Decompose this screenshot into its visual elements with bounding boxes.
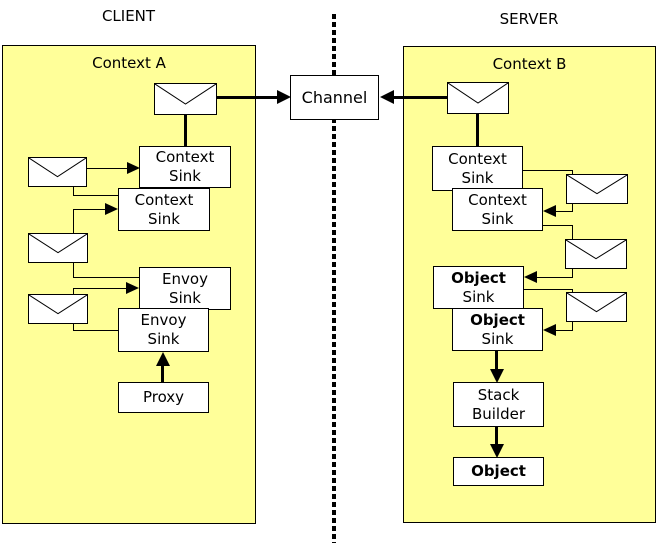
envelope-icon xyxy=(28,233,88,263)
node-label: Sink xyxy=(169,167,201,185)
node-label: Context xyxy=(468,190,527,209)
envelope-icon xyxy=(566,292,627,322)
flow-proxy-to-esink2 xyxy=(161,364,164,383)
node-label: Sink xyxy=(169,288,201,307)
channel-label: Channel xyxy=(301,88,368,107)
arrowhead-osink2-to-stackbuilder xyxy=(490,369,504,383)
channel-node: Channel xyxy=(290,75,379,120)
node-label: Object xyxy=(470,310,525,329)
flow-msg5-to-csink1 xyxy=(476,112,479,147)
connector-msg7-to-osink1 xyxy=(572,269,573,278)
client-envoy-sink-1-node: Envoy Sink xyxy=(139,267,231,310)
envelope-icon xyxy=(28,294,88,324)
flow-msg5-to-channel xyxy=(394,96,447,99)
node-label: Envoy xyxy=(162,269,208,288)
flow-msg1-to-csink1 xyxy=(184,114,187,147)
connector-msg6-to-csink2 xyxy=(572,203,573,212)
connector-msg3-to-csink2 xyxy=(73,209,74,234)
arrowhead-proxy-to-esink2 xyxy=(156,352,170,366)
node-label: Sink xyxy=(462,287,495,306)
node-label: Sink xyxy=(481,329,514,348)
envelope-icon xyxy=(566,174,628,204)
arrowhead-stackbuilder-to-object xyxy=(490,444,504,458)
connector-csink2-to-msg7 xyxy=(572,225,573,240)
arrowhead-msg1-to-channel xyxy=(277,90,291,104)
connector-msg4-to-esink1 xyxy=(73,288,74,295)
envelope-icon xyxy=(447,82,509,114)
flow-msg1-to-channel xyxy=(217,96,278,99)
connector-msg7-to-osink1 xyxy=(537,277,573,278)
arrowhead-msg3-to-csink2 xyxy=(105,203,118,215)
node-label: Envoy xyxy=(140,311,187,329)
connector-csink1-to-msg6 xyxy=(572,170,573,175)
node-label: Sink xyxy=(481,209,514,228)
arrowhead-msg5-to-channel xyxy=(380,90,394,104)
node-label: Builder xyxy=(471,404,526,423)
connector-msg8-to-osink2 xyxy=(572,322,573,331)
node-label: Object xyxy=(471,462,526,480)
arrowhead-msg4-to-esink1 xyxy=(126,282,139,294)
node-label: Stack xyxy=(477,385,520,404)
object-node: Object xyxy=(453,457,544,486)
context-a-title: Context A xyxy=(92,54,166,72)
context-b-title: Context B xyxy=(492,55,567,73)
arrowhead-msg2-to-csink1 xyxy=(127,162,140,174)
server-object-sink-1-node: Object Sink xyxy=(433,266,524,309)
connector-osink1-to-msg8 xyxy=(572,289,573,293)
node-label: Context xyxy=(134,190,194,209)
connector-msg3-to-esink1 xyxy=(73,277,140,278)
arrowhead-msg6-to-csink2 xyxy=(543,205,556,217)
connector-msg2-to-csink2 xyxy=(73,187,74,196)
client-context-sink-2-node: Context Sink xyxy=(118,188,210,231)
server-object-sink-2-node: Object Sink xyxy=(452,308,543,351)
connector-msg3-to-csink2 xyxy=(73,209,106,210)
server-context-sink-1-node: Context Sink xyxy=(432,146,523,191)
client-envoy-sink-2-node: Envoy Sink xyxy=(118,308,209,352)
connector-msg2-to-csink1 xyxy=(86,168,127,169)
connector-msg3-to-esink1 xyxy=(73,262,74,278)
proxy-node: Proxy xyxy=(118,382,209,413)
connector-osink1-to-msg8 xyxy=(523,289,573,290)
server-context-sink-2-node: Context Sink xyxy=(452,188,543,231)
stack-builder-node: Stack Builder xyxy=(453,382,544,427)
node-label: Sink xyxy=(148,209,180,228)
flow-osink2-to-stackbuilder xyxy=(495,350,498,370)
node-label: Sink xyxy=(461,168,494,187)
arrowhead-msg8-to-osink2 xyxy=(543,324,556,336)
envelope-icon xyxy=(565,239,627,269)
connector-msg4-to-esink2 xyxy=(73,330,119,331)
server-panel-title: SERVER xyxy=(499,10,559,28)
connector-msg4-to-esink1 xyxy=(73,288,127,289)
connector-csink1-to-msg6 xyxy=(521,170,573,171)
envelope-icon xyxy=(154,83,217,115)
client-panel-title: CLIENT xyxy=(101,7,156,25)
node-label: Context xyxy=(155,148,215,166)
node-label: Sink xyxy=(147,330,180,348)
connector-csink2-to-msg7 xyxy=(543,225,573,226)
connector-msg2-to-csink2 xyxy=(73,195,118,196)
connector-msg4-to-esink2 xyxy=(73,323,74,331)
node-label: Proxy xyxy=(142,388,185,406)
flow-stackbuilder-to-object xyxy=(495,426,498,445)
arrowhead-msg7-to-osink1 xyxy=(524,271,537,283)
client-context-sink-1-node: Context Sink xyxy=(139,146,231,188)
connector-msg8-to-osink2 xyxy=(556,330,573,331)
node-label: Object xyxy=(451,268,506,287)
connector-msg6-to-csink2 xyxy=(556,211,573,212)
envelope-icon xyxy=(28,157,87,187)
node-label: Context xyxy=(448,149,507,168)
client-server-divider xyxy=(332,14,336,543)
